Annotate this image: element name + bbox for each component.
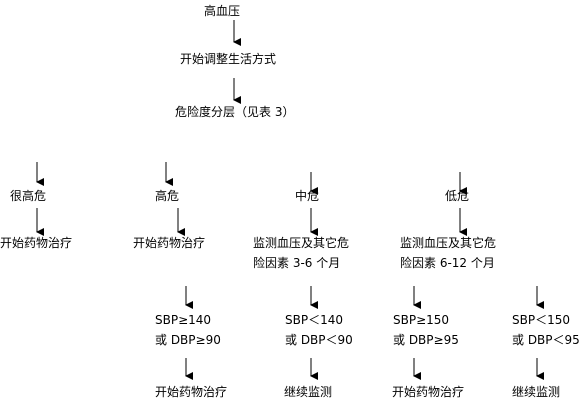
node-high-risk: 高危 — [155, 189, 180, 203]
low-condition-a-line-1: SBP≥150 — [393, 313, 450, 327]
node-low-b-outcome-continue-monitoring: 继续监测 — [512, 385, 561, 399]
low-monitor-line-1: 监测血压及其它危 — [400, 236, 497, 250]
low-condition-b-line-2: 或 DBP＜95 — [512, 333, 580, 347]
low-monitor-line-2: 险因素 6-12 个月 — [400, 256, 495, 270]
node-high-condition: SBP≥140 或 DBP≥90 — [155, 310, 221, 350]
node-very-high-start-medication: 开始药物治疗 — [0, 236, 73, 250]
medium-condition-line-2: 或 DBP＜90 — [285, 333, 353, 347]
node-risk-stratification: 危险度分层（见表 3） — [175, 105, 295, 119]
node-high-start-medication: 开始药物治疗 — [133, 236, 206, 250]
medium-monitor-line-2: 险因素 3-6 个月 — [253, 256, 341, 270]
node-hypertension: 高血压 — [204, 4, 241, 18]
node-low-condition-a: SBP≥150 或 DBP≥95 — [393, 310, 459, 350]
medium-condition-line-1: SBP＜140 — [285, 313, 343, 327]
node-medium-outcome-continue-monitoring: 继续监测 — [284, 385, 333, 399]
node-medium-risk: 中危 — [295, 189, 320, 203]
low-condition-b-line-1: SBP＜150 — [512, 313, 570, 327]
node-start-lifestyle: 开始调整生活方式 — [180, 52, 277, 66]
high-condition-line-1: SBP≥140 — [155, 313, 212, 327]
node-medium-monitor: 监测血压及其它危 险因素 3-6 个月 — [253, 233, 349, 273]
node-low-a-outcome-start-medication: 开始药物治疗 — [392, 385, 465, 399]
node-low-monitor: 监测血压及其它危 险因素 6-12 个月 — [400, 233, 496, 273]
node-high-outcome-start-medication: 开始药物治疗 — [155, 385, 228, 399]
low-condition-a-line-2: 或 DBP≥95 — [393, 333, 459, 347]
node-medium-condition: SBP＜140 或 DBP＜90 — [285, 310, 353, 350]
node-low-risk: 低危 — [445, 189, 470, 203]
high-condition-line-2: 或 DBP≥90 — [155, 333, 221, 347]
node-very-high-risk: 很高危 — [10, 189, 47, 203]
node-low-condition-b: SBP＜150 或 DBP＜95 — [512, 310, 580, 350]
medium-monitor-line-1: 监测血压及其它危 — [253, 236, 350, 250]
